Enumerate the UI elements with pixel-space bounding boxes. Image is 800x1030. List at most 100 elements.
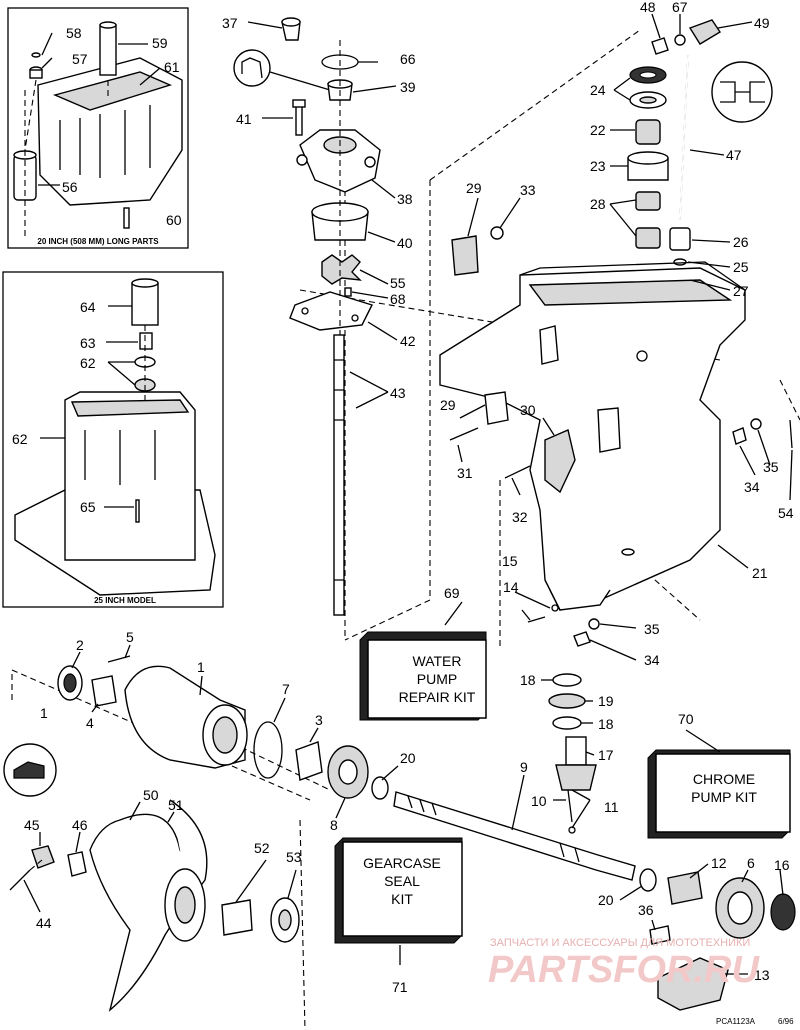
callout-56: 55 bbox=[390, 275, 406, 291]
callout-43: 43 bbox=[390, 385, 406, 401]
callout-68: 67 bbox=[672, 0, 688, 15]
drawing-code: PCA1123A bbox=[716, 1017, 756, 1026]
watermark-tagline: ЗАПЧАСТИ И АКСЕССУАРЫ ДЛЯ МОТОТЕХНИКИ bbox=[490, 937, 750, 949]
callout-8: 8 bbox=[330, 817, 338, 833]
callout-21: 21 bbox=[752, 565, 768, 581]
callout-46: 46 bbox=[72, 817, 88, 833]
callout-6: 6 bbox=[747, 855, 755, 871]
callout-25: 25 bbox=[733, 259, 749, 275]
water-tube-long bbox=[99, 24, 117, 76]
kit-seal-line2: SEAL bbox=[384, 873, 420, 889]
callout-33: 33 bbox=[520, 182, 536, 198]
trim-tab-30 bbox=[544, 429, 576, 494]
callout-36: 36 bbox=[638, 902, 654, 918]
propeller-shaft-9 bbox=[393, 791, 636, 881]
exhaust-housing-25 bbox=[64, 391, 196, 561]
callout-34a: 34 bbox=[744, 479, 760, 495]
callout-19: 19 bbox=[598, 693, 614, 709]
callout-44: 44 bbox=[36, 915, 52, 931]
callout-18a: 18 bbox=[520, 672, 536, 688]
callout-34b: 34 bbox=[644, 652, 660, 668]
inset-25-inch: 25 INCH MODEL bbox=[2, 271, 224, 608]
inset-frame bbox=[7, 7, 189, 249]
callout-62b: 62 bbox=[12, 431, 28, 447]
callout-9: 9 bbox=[520, 759, 528, 775]
callout-42: 42 bbox=[400, 333, 416, 349]
kit-water-pump-line1: WATER bbox=[413, 653, 462, 669]
callout-35a: 35 bbox=[763, 459, 779, 475]
callout-39: 39 bbox=[400, 79, 416, 95]
tube-25 bbox=[131, 282, 159, 326]
callout-1: 1 bbox=[40, 705, 48, 721]
callout-10: 10 bbox=[531, 793, 547, 809]
callout-27: 27 bbox=[733, 283, 749, 299]
callout-23: 23 bbox=[590, 158, 606, 174]
callout-29a: 29 bbox=[466, 180, 482, 196]
callout-66: 65 bbox=[80, 499, 96, 515]
sealant-icon bbox=[233, 49, 271, 87]
callout-53: 52 bbox=[254, 840, 270, 856]
kit-water-pump: WATER PUMP REPAIR KIT bbox=[359, 631, 487, 721]
callout-15: 15 bbox=[502, 553, 518, 569]
date-code: 6/96 bbox=[778, 1017, 794, 1026]
kit-chrome-line1: CHROME bbox=[693, 771, 755, 787]
callout-2: 2 bbox=[76, 637, 84, 653]
kit-chrome-pump: CHROME PUMP KIT bbox=[647, 749, 791, 839]
callout-18b: 18 bbox=[598, 716, 614, 732]
callout-5: 5 bbox=[126, 629, 134, 645]
kit-seal-line3: KIT bbox=[391, 891, 413, 907]
callout-38: 38 bbox=[397, 191, 413, 207]
kit-gearcase-seal: GEARCASE SEAL KIT bbox=[334, 837, 463, 944]
callout-4: 4 bbox=[86, 715, 94, 731]
pinion-17 bbox=[555, 764, 597, 791]
callout-45: 45 bbox=[24, 817, 40, 833]
housing-top bbox=[52, 71, 173, 111]
callout-55: 54 bbox=[778, 505, 794, 521]
callout-3: 3 bbox=[315, 712, 323, 728]
kit-seal-line1: GEARCASE bbox=[363, 855, 441, 871]
driveshaft-43 bbox=[333, 334, 345, 616]
callout-59: 58 bbox=[66, 25, 82, 41]
callout-17: 17 bbox=[598, 747, 614, 763]
callout-61: 60 bbox=[166, 212, 182, 228]
callout-32: 32 bbox=[512, 509, 528, 525]
gearcase-housing-21 bbox=[439, 261, 746, 611]
callout-60: 59 bbox=[152, 35, 168, 51]
bearing-housing-assembly bbox=[57, 655, 389, 800]
bearing-orientation-icon bbox=[711, 61, 773, 123]
callout-31: 31 bbox=[457, 465, 473, 481]
watermark-brand: PARTSFOR.RU bbox=[488, 949, 760, 991]
callout-70: 69 bbox=[444, 585, 460, 601]
callout-51: 50 bbox=[143, 787, 159, 803]
leader-lines bbox=[23, 13, 793, 975]
callout-71: 70 bbox=[678, 711, 694, 727]
callout-14: 14 bbox=[503, 579, 519, 595]
callout-11: 11 bbox=[604, 799, 619, 815]
anode-29-upper bbox=[451, 235, 479, 276]
callout-numbers: 1 1 2 3 4 5 6 7 8 9 10 11 12 13 14 15 16… bbox=[12, 0, 794, 995]
callout-49: 49 bbox=[754, 15, 770, 31]
callout-54: 53 bbox=[286, 849, 302, 865]
impeller-plate-42 bbox=[289, 291, 373, 331]
callout-26: 26 bbox=[733, 234, 749, 250]
part-13 bbox=[657, 957, 729, 1011]
callout-1b: 1 bbox=[197, 659, 205, 675]
inset-caption-25: 25 INCH MODEL bbox=[94, 596, 156, 605]
callout-47: 47 bbox=[726, 147, 742, 163]
propeller-51-52 bbox=[89, 799, 208, 1012]
callout-29b: 29 bbox=[440, 397, 456, 413]
callout-48: 48 bbox=[640, 0, 656, 15]
callout-20b: 20 bbox=[598, 892, 614, 908]
callout-22: 22 bbox=[590, 122, 606, 138]
water-pump-stack bbox=[233, 17, 381, 616]
kit-water-pump-line2: PUMP bbox=[417, 671, 457, 687]
callout-12: 12 bbox=[711, 855, 727, 871]
impeller-56 bbox=[321, 254, 362, 285]
callout-51b: 51 bbox=[168, 797, 184, 813]
inset-long-parts: 20 INCH (508 MM) LONG PARTS bbox=[7, 7, 189, 249]
callout-65: 64 bbox=[80, 299, 96, 315]
callout-62a: 61 bbox=[164, 59, 180, 75]
lubricant-icon bbox=[3, 743, 57, 797]
